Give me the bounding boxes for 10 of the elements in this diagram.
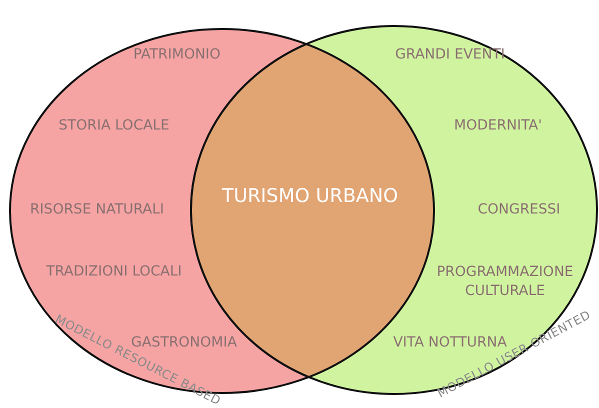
item-label: PROGRAMMAZIONE CULTURALE: [436, 263, 574, 301]
item-label: PATRIMONIO: [133, 46, 221, 64]
item-label: TRADIZIONI LOCALI: [46, 262, 182, 282]
item-label: GRANDI EVENTI: [395, 46, 505, 64]
item-label: CONGRESSI: [478, 200, 560, 220]
item-label: RISORSE NATURALI: [30, 200, 164, 220]
item-label: GASTRONOMIA: [131, 334, 237, 350]
item-label: MODERNITA': [454, 116, 542, 136]
item-label: STORIA LOCALE: [58, 116, 170, 136]
center-title: TURISMO URBANO: [222, 185, 398, 207]
